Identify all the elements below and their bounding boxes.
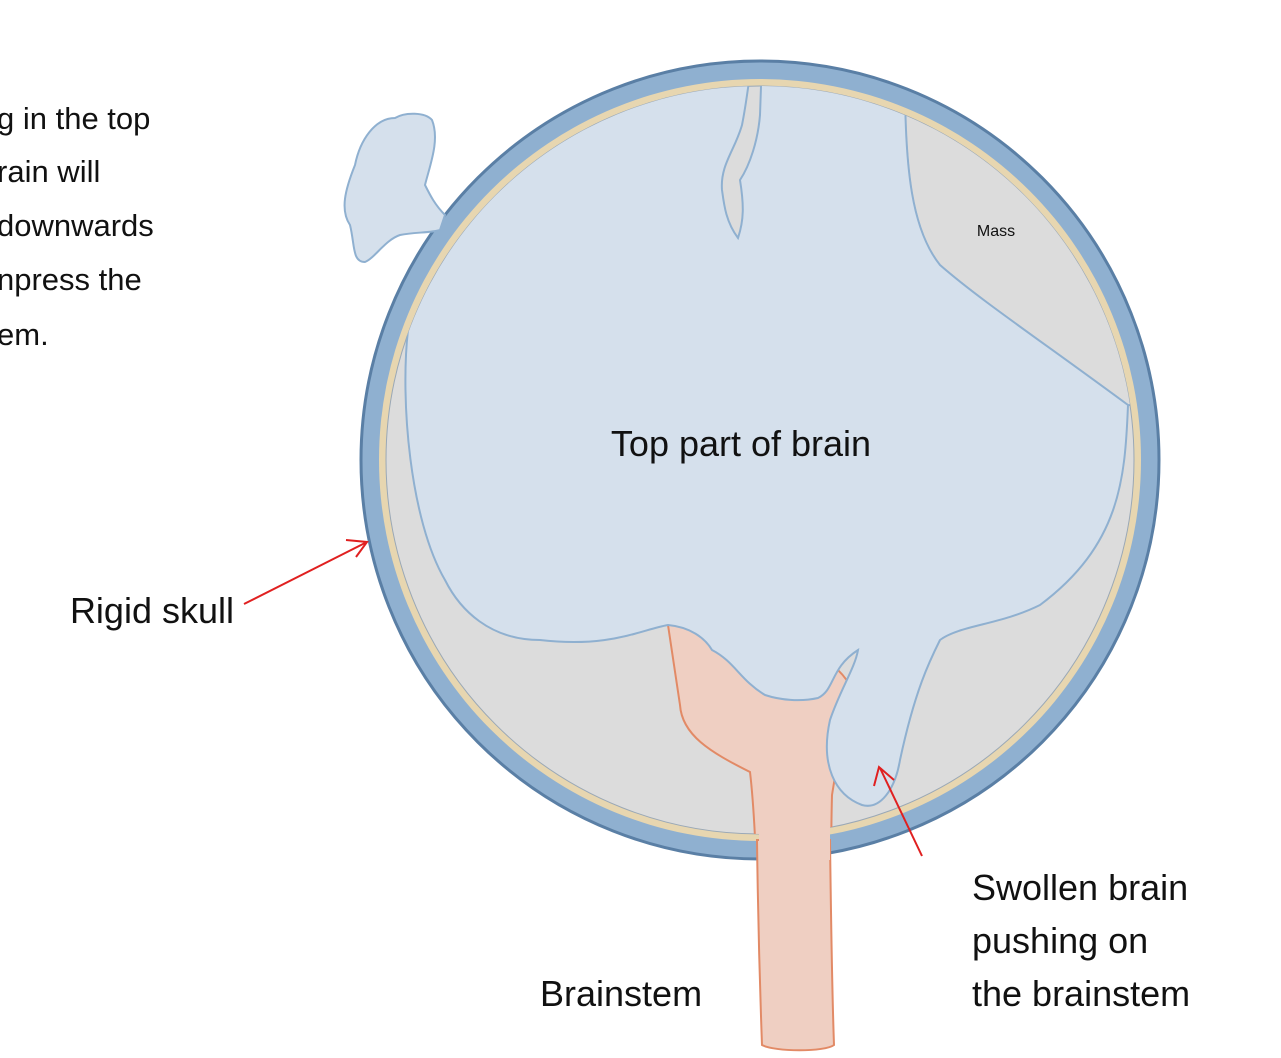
swollen-line-3: the brainstem	[972, 973, 1190, 1014]
intro-line-1: g in the top	[0, 101, 150, 136]
mass-label: Mass	[977, 223, 1015, 240]
rigid-skull-arrowhead	[346, 540, 367, 557]
brainstem-join-mask	[759, 820, 830, 860]
swollen-brain-label: Swollen brain pushing on the brainstem	[972, 867, 1198, 1014]
rigid-skull-label: Rigid skull	[70, 590, 234, 631]
brainstem-lower	[757, 840, 834, 1050]
top-brain-label: Top part of brain	[611, 423, 871, 464]
intro-line-5: em.	[0, 317, 49, 352]
swollen-line-1: Swollen brain	[972, 867, 1188, 908]
intro-line-3: downwards	[0, 208, 154, 243]
swollen-line-2: pushing on	[972, 920, 1148, 961]
intro-line-4: npress the	[0, 262, 142, 297]
intro-text: g in the top rain will downwards npress …	[0, 101, 162, 352]
rigid-skull-arrow	[244, 543, 365, 604]
brainstem-label: Brainstem	[540, 973, 702, 1014]
intro-line-2: rain will	[0, 154, 100, 189]
